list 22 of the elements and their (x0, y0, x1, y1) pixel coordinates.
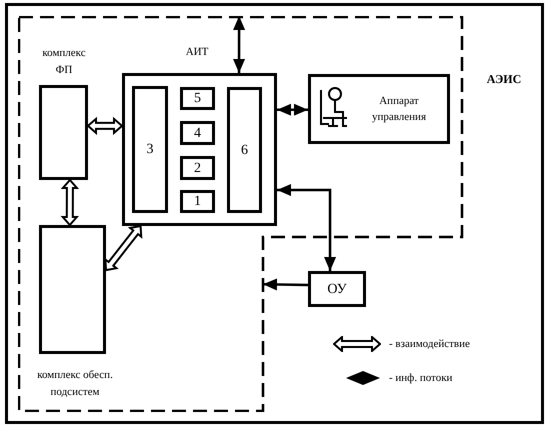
interaction-arrow (60, 178, 80, 227)
region-label: АЭИС (486, 71, 522, 88)
info-flow-arrow (277, 104, 308, 116)
interaction-arrow (104, 224, 142, 272)
control-box (308, 74, 450, 144)
info-flow-arrow (277, 184, 336, 271)
node-label: Аппарат управления (370, 94, 428, 125)
process-box: ОУ (308, 271, 366, 307)
interaction-arrow (86, 116, 124, 136)
block-heading: комплекс обесп. подсистем (36, 368, 114, 400)
process-box: 1 (180, 190, 215, 213)
legend-label: - инф. потоки (389, 371, 452, 386)
process-box: 6 (227, 87, 262, 213)
info-flow-arrow (262, 278, 308, 290)
block-heading: АИТ (184, 44, 210, 60)
process-box: 2 (180, 156, 215, 180)
info-flow-arrow (233, 16, 246, 73)
process-box: 3 (132, 86, 168, 213)
block-heading: комплекс ФП (41, 46, 87, 78)
process-box: 5 (180, 87, 215, 110)
legend-label: - взаимодействие (389, 337, 470, 352)
process-box: 4 (180, 121, 215, 145)
